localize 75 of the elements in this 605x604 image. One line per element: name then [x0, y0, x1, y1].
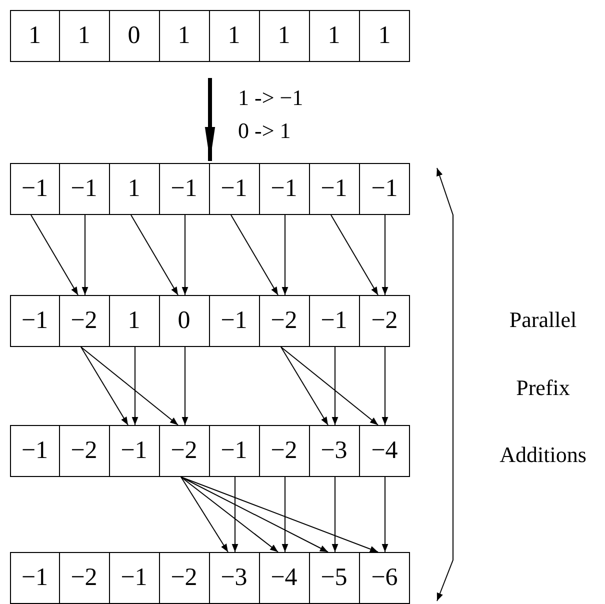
arrow	[280, 346, 378, 426]
array-cell: −1	[11, 426, 60, 476]
array-cell: −6	[360, 553, 410, 603]
array-cell: −1	[110, 426, 160, 476]
array-cell: −1	[310, 296, 360, 346]
array-cell: −2	[360, 296, 410, 346]
array-cell: −3	[210, 553, 260, 603]
bracket-label: Prefix	[516, 375, 570, 401]
arrow	[282, 214, 288, 296]
array-strip	[10, 295, 410, 347]
array-cell: 1	[110, 164, 160, 214]
array-cell: −4	[360, 426, 410, 476]
arrow	[132, 346, 138, 426]
array-cell: −2	[160, 426, 210, 476]
arrow	[182, 346, 188, 426]
arrow	[130, 214, 178, 296]
arrow	[80, 346, 128, 426]
arrow	[332, 346, 338, 426]
arrow	[332, 476, 338, 552]
array-cell: −1	[11, 164, 60, 214]
array-cell: 1	[110, 296, 160, 346]
arrow	[230, 214, 278, 296]
array-cell: −1	[110, 553, 160, 603]
array-cell: −1	[210, 426, 260, 476]
arrow	[30, 214, 78, 296]
array-cell: −3	[310, 426, 360, 476]
arrow	[180, 476, 228, 552]
array-cell: −2	[160, 553, 210, 603]
array-cell: −2	[60, 553, 110, 603]
array-cell: −2	[260, 426, 310, 476]
arrow	[282, 476, 288, 552]
array-cell: −2	[60, 426, 110, 476]
array-cell: −5	[310, 553, 360, 603]
arrow	[232, 476, 238, 552]
array-cell: −1	[210, 296, 260, 346]
array-cell: −1	[11, 553, 60, 603]
arrow	[180, 476, 378, 552]
array-strip	[10, 425, 410, 477]
array-cell: −1	[310, 164, 360, 214]
arrow	[180, 476, 278, 552]
array-cell: −4	[260, 553, 310, 603]
mapping-rule: 1 -> −1	[238, 85, 304, 111]
array-cell: 1	[160, 11, 210, 61]
arrow	[382, 346, 388, 426]
array-cell: −1	[260, 164, 310, 214]
arrow	[382, 214, 388, 296]
array-cell: 1	[210, 11, 260, 61]
array-cell: −2	[60, 296, 110, 346]
array-cell: 0	[160, 296, 210, 346]
array-cell: 0	[110, 11, 160, 61]
arrow	[82, 214, 88, 296]
arrow	[204, 78, 216, 161]
arrow	[182, 214, 188, 296]
array-cell: 1	[11, 11, 60, 61]
array-strip	[10, 163, 410, 215]
arrow	[280, 346, 328, 426]
arrow	[330, 214, 378, 296]
arrow	[80, 346, 178, 426]
array-cell: −1	[210, 164, 260, 214]
array-cell: −1	[11, 296, 60, 346]
bracket-label: Parallel	[509, 307, 577, 333]
bracket-label: Additions	[500, 442, 586, 468]
array-cell: −1	[360, 164, 410, 214]
array-strip	[10, 552, 410, 604]
array-cell: 1	[310, 11, 360, 61]
array-cell: −1	[160, 164, 210, 214]
array-cell: −1	[60, 164, 110, 214]
array-cell: 1	[60, 11, 110, 61]
arrow	[382, 476, 388, 552]
arrow	[180, 476, 328, 552]
array-strip	[10, 10, 410, 62]
array-cell: 1	[360, 11, 410, 61]
mapping-rule: 0 -> 1	[238, 118, 291, 144]
array-cell: 1	[260, 11, 310, 61]
array-cell: −2	[260, 296, 310, 346]
